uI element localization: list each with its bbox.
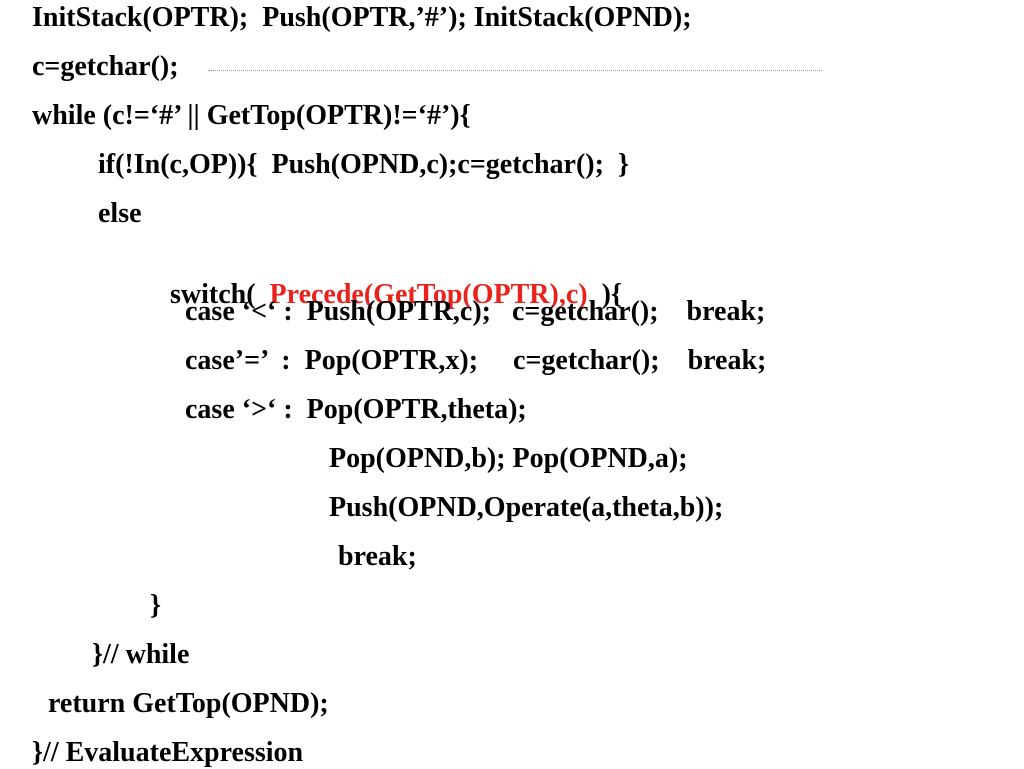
switch-keyword: switch(: [170, 279, 270, 310]
code-line-13: }: [150, 590, 162, 621]
code-line-12: break;: [338, 541, 417, 572]
code-line-2: c=getchar();: [32, 51, 179, 82]
code-line-7: case ‘<‘ : Push(OPTR,c); c=getchar(); br…: [185, 296, 766, 327]
code-line-16: }// EvaluateExpression: [32, 737, 304, 768]
code-line-14: }// while: [92, 639, 190, 670]
code-line-11: Push(OPND,Operate(a,theta,b));: [329, 492, 724, 523]
code-line-9: case ‘>‘ : Pop(OPTR,theta);: [185, 394, 527, 425]
dotted-divider: [208, 70, 822, 71]
precede-call-highlight: Precede(GetTop(OPTR),c): [269, 279, 588, 310]
code-line-8: case’=’ : Pop(OPTR,x); c=getchar(); brea…: [185, 345, 767, 376]
code-line-4: if(!In(c,OP)){ Push(OPND,c);c=getchar();…: [98, 149, 629, 180]
code-line-1: InitStack(OPTR); Push(OPTR,’#’); InitSta…: [32, 2, 692, 33]
code-line-6: switch( Precede(GetTop(OPTR),c) ){: [142, 247, 622, 310]
switch-brace: ){: [587, 279, 622, 310]
code-line-15: return GetTop(OPND);: [48, 688, 329, 719]
code-line-5: else: [98, 198, 142, 229]
code-line-3: while (c!=‘#’ || GetTop(OPTR)!=‘#’){: [32, 100, 471, 131]
code-line-10: Pop(OPND,b); Pop(OPND,a);: [329, 443, 688, 474]
